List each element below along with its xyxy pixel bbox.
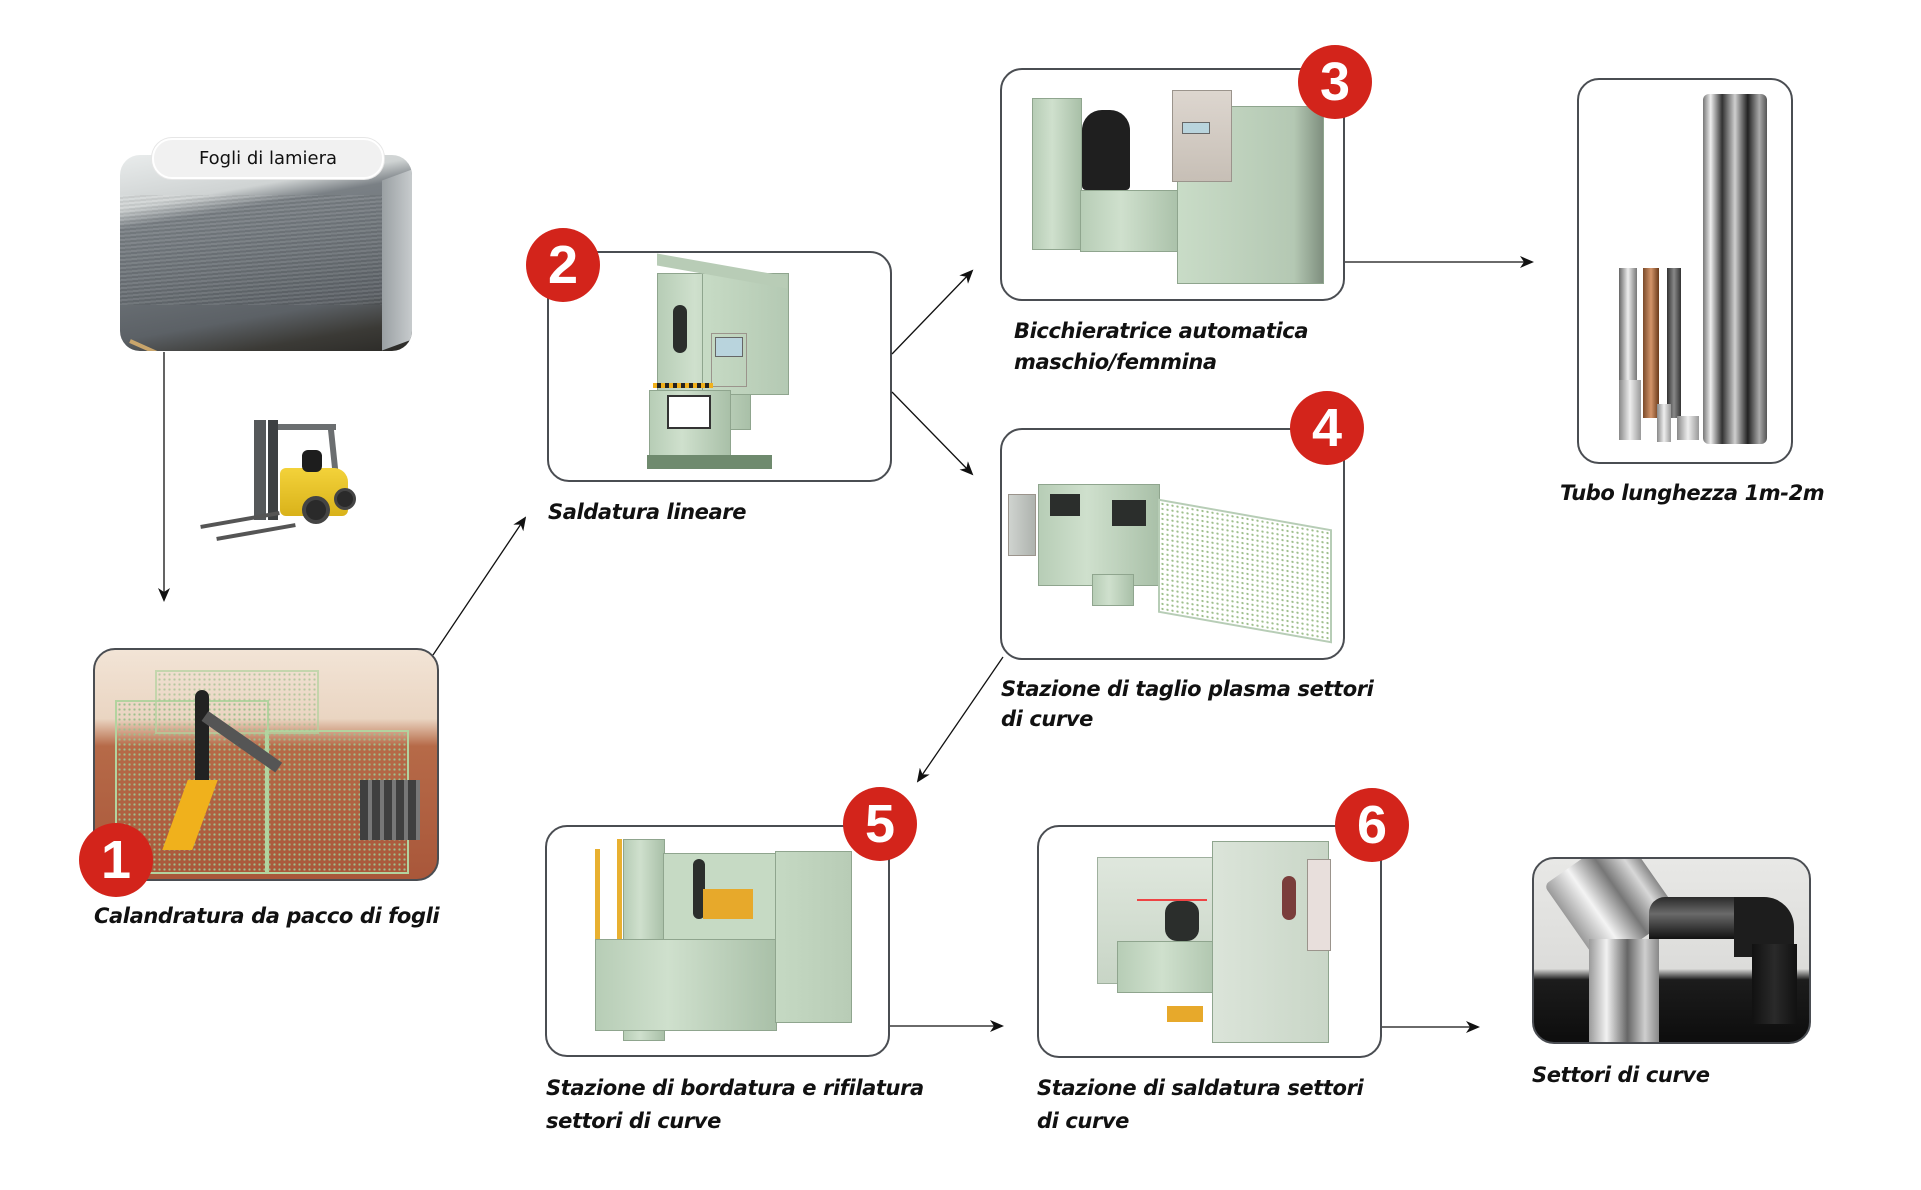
elbow-sectors-photo — [1534, 859, 1809, 1042]
step-2-box — [547, 251, 892, 482]
step-1-number: 1 — [100, 830, 132, 890]
step-3-badge: 3 — [1298, 45, 1372, 119]
step-6-number: 6 — [1356, 795, 1388, 855]
step-3-label-line2: maschio/femmina — [1014, 350, 1217, 374]
step-1-badge: 1 — [79, 823, 153, 897]
beading-trimming-station-photo — [595, 839, 855, 1049]
socket-forming-machine-photo — [1032, 90, 1324, 284]
step-2-badge: 2 — [526, 228, 600, 302]
plasma-cutting-station-photo — [1008, 474, 1338, 654]
step-5-number: 5 — [864, 794, 896, 854]
step-3-number: 3 — [1319, 52, 1351, 112]
step-6-badge: 6 — [1335, 788, 1409, 862]
step-4-label-line2: di curve — [1001, 707, 1094, 731]
control-panel — [1172, 90, 1232, 182]
step-4-number: 4 — [1311, 398, 1343, 458]
sheets-photo — [120, 155, 412, 351]
step-4-label-line1: Stazione di taglio plasma settori — [1001, 677, 1374, 701]
step-1-label: Calandratura da pacco di fogli — [94, 904, 440, 928]
elbows-box — [1532, 857, 1811, 1044]
sheets-label: Fogli di lamiera — [152, 138, 384, 179]
step-5-box — [545, 825, 890, 1057]
step-5-label-line2: settori di curve — [546, 1109, 721, 1133]
forklift-icon — [198, 418, 360, 546]
step-3-box — [1000, 68, 1345, 301]
step-5-label-line1: Stazione di bordatura e rifilatura — [546, 1076, 924, 1100]
arrow-step4-to-step5 — [916, 656, 1004, 783]
linear-welding-machine-photo — [647, 253, 789, 479]
step-2-number: 2 — [547, 235, 579, 295]
sheets-label-text: Fogli di lamiera — [198, 148, 338, 169]
step-6-box — [1037, 825, 1382, 1058]
pipes-label: Tubo lunghezza 1m-2m — [1560, 481, 1825, 505]
arrow-step1-to-step2 — [432, 516, 527, 656]
step-1-box — [93, 648, 439, 881]
step-2-label: Saldatura lineare — [548, 500, 747, 524]
pipes-box — [1577, 78, 1793, 464]
arrow-step2-to-step3 — [891, 269, 974, 355]
step-4-badge: 4 — [1290, 391, 1364, 465]
step-6-label-line2: di curve — [1037, 1109, 1130, 1133]
arrow-step2-to-step4 — [891, 391, 974, 476]
step-5-badge: 5 — [843, 787, 917, 861]
elbows-label: Settori di curve — [1532, 1063, 1710, 1087]
step-6-label-line1: Stazione di saldatura settori — [1037, 1076, 1364, 1100]
sector-welding-station-photo — [1097, 841, 1331, 1046]
step-3-label-line1: Bicchieratrice automatica — [1014, 319, 1309, 343]
pipes-photo — [1579, 80, 1791, 462]
step-4-box — [1000, 428, 1345, 660]
